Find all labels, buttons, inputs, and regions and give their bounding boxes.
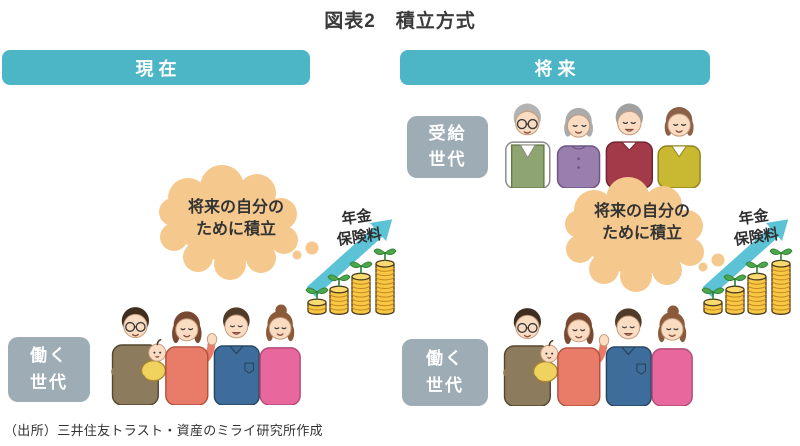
label-line: 受給 [428,123,467,143]
label-working-generation-present: 働く 世代 [8,337,90,402]
label-line: 働く [30,346,68,366]
source-note: （出所）三井住友トラスト・資産のミライ研究所作成 [4,423,323,438]
bubble-line: ために積立 [195,221,276,239]
working-generation-illustration [103,295,303,405]
label-line: 世代 [30,372,68,392]
working-generation-illustration [495,296,695,406]
header-future: 将来 [400,50,710,85]
header-present: 現在 [2,50,310,85]
label-line: 働く [426,349,464,369]
label-working-generation-future: 働く 世代 [402,339,488,406]
bubble-line: ために積立 [601,225,682,243]
thought-bubble-text-future: 将来の自分の ために積立 [572,201,712,246]
label-receiving-generation: 受給 世代 [407,116,488,178]
figure-title: 図表2 積立方式 [324,11,476,32]
thought-bubble-text-present: 将来の自分の ために積立 [166,197,306,242]
bubble-line: 将来の自分の [187,199,284,216]
bubble-line: 将来の自分の [593,203,690,220]
label-line: 世代 [428,150,467,169]
label-line: 世代 [426,375,464,395]
